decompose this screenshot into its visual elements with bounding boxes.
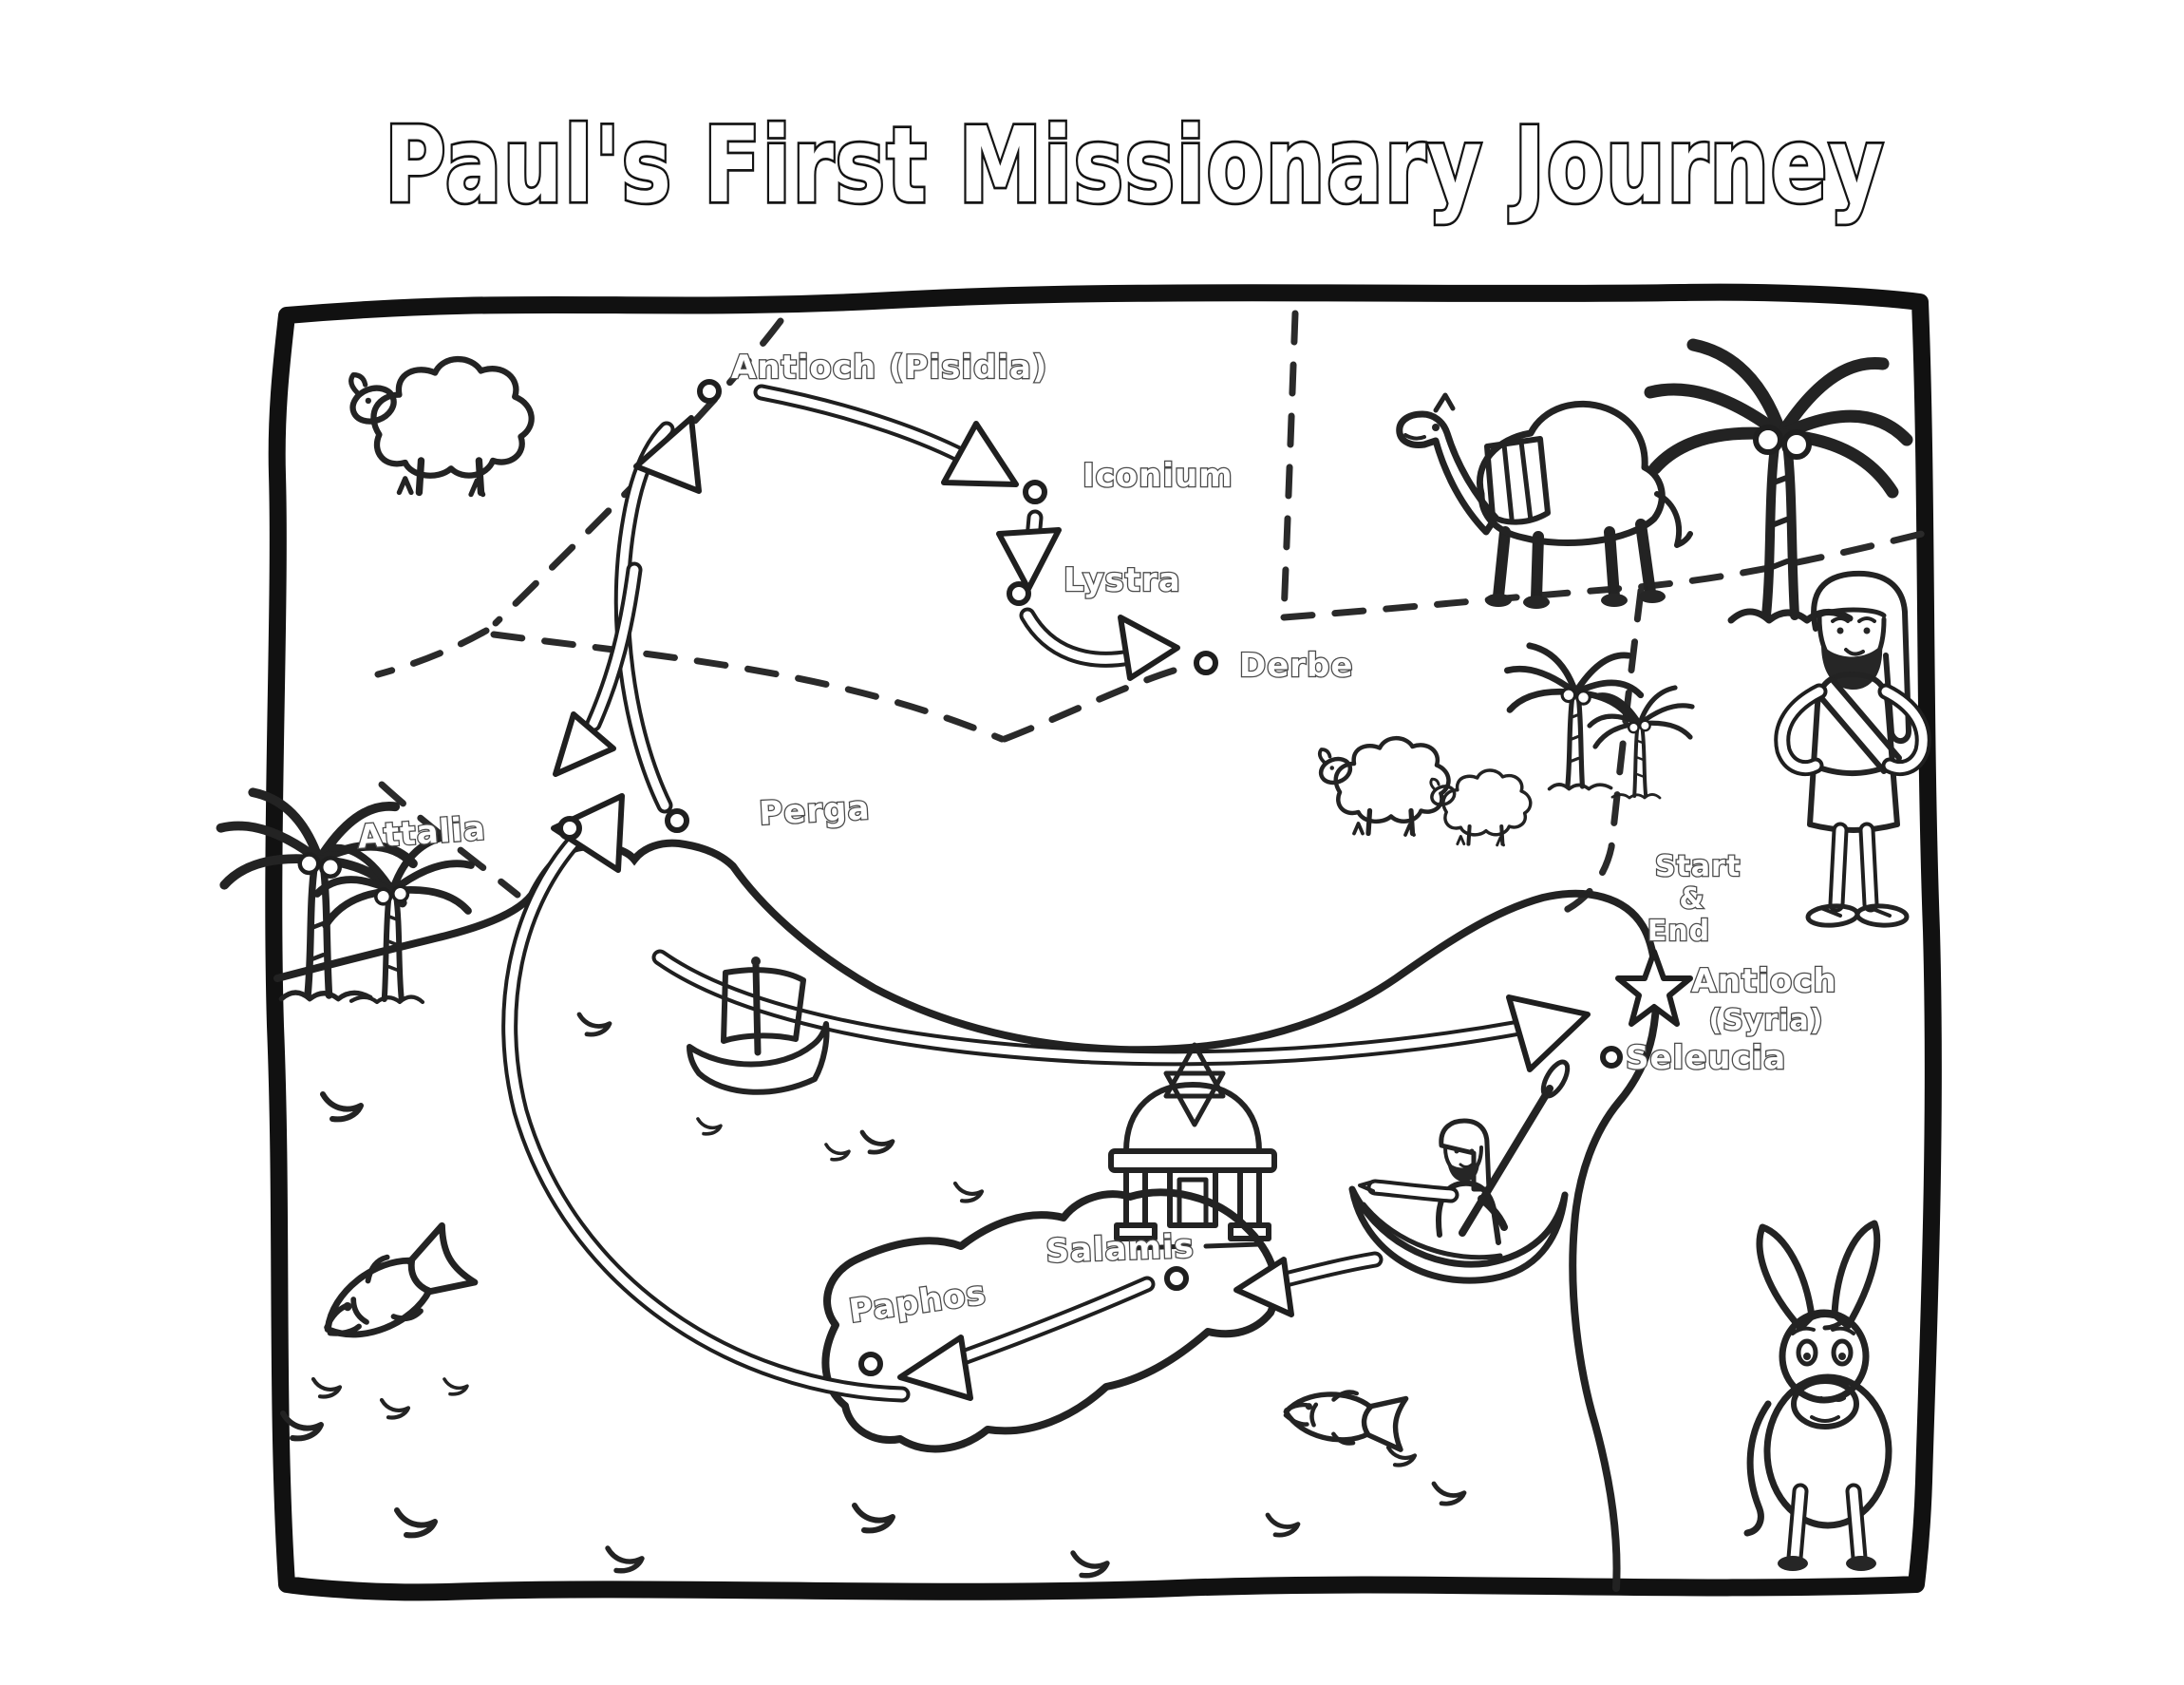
label-salamis: Salamis (1045, 1227, 1196, 1270)
start-end-star-icon (1615, 949, 1693, 1027)
label-lystra: Lystra (1064, 561, 1181, 599)
route-arrow-antioch-to-iconium (753, 384, 1019, 487)
route-arrow-to-salamis (1233, 1251, 1384, 1317)
palm-tree-icon (1590, 688, 1692, 798)
label-ampersand: & (1679, 882, 1704, 916)
marker-perga (665, 808, 689, 833)
marker-lystra (1007, 581, 1031, 606)
paul-figure (1774, 570, 1931, 928)
page-title: Paul's First Missionary Journey (385, 104, 1885, 226)
marker-seleucia (1600, 1046, 1623, 1069)
route-arrow-iconium-to-lystra (996, 509, 1062, 592)
sheep-icon (348, 359, 532, 495)
route-arrow-return-to-attalia (553, 561, 643, 777)
sailboat-icon (687, 956, 830, 1095)
donkey-icon (1743, 1220, 1892, 1571)
marker-attalia (557, 816, 582, 841)
label-antioch-pisidia: Antioch (Pisidia) (731, 349, 1047, 387)
label-derbe: Derbe (1239, 647, 1353, 685)
label-seleucia: Seleucia (1626, 1039, 1786, 1077)
label-attalia: Attalia (356, 809, 486, 856)
map-border (265, 283, 1942, 1601)
synagogue-icon (1108, 1042, 1277, 1251)
marker-antioch-pisidia (697, 379, 722, 404)
label-iconium: Iconium (1083, 457, 1233, 495)
route-arrow-lystra-to-derbe (1019, 607, 1180, 681)
city-markers (557, 379, 1623, 1376)
route-arrow-salamis-to-paphos (897, 1276, 1156, 1401)
marker-iconium (1023, 480, 1047, 504)
fish-icon (1283, 1386, 1405, 1449)
camel-icon (1396, 392, 1693, 609)
label-antioch-syria: Antioch (1691, 962, 1836, 1000)
route-arrow-perga-to-antioch (613, 415, 702, 814)
label-perga: Perga (758, 789, 871, 833)
label-start: Start (1655, 850, 1741, 883)
sheep-icon (1429, 770, 1531, 845)
route-arrow-paphos-to-perga (501, 793, 911, 1403)
palm-tree-icon (1650, 345, 1907, 620)
marker-paphos (858, 1352, 883, 1376)
marker-salamis (1164, 1266, 1189, 1291)
sheep-icon (1318, 738, 1449, 835)
rowboat-icon (1348, 1059, 1571, 1284)
jumping-fish-icon (311, 1224, 474, 1357)
coastline (273, 839, 1661, 1592)
marker-derbe (1194, 651, 1218, 675)
label-end: End (1647, 915, 1710, 948)
label-antioch-syria-region: (Syria) (1709, 1004, 1824, 1037)
